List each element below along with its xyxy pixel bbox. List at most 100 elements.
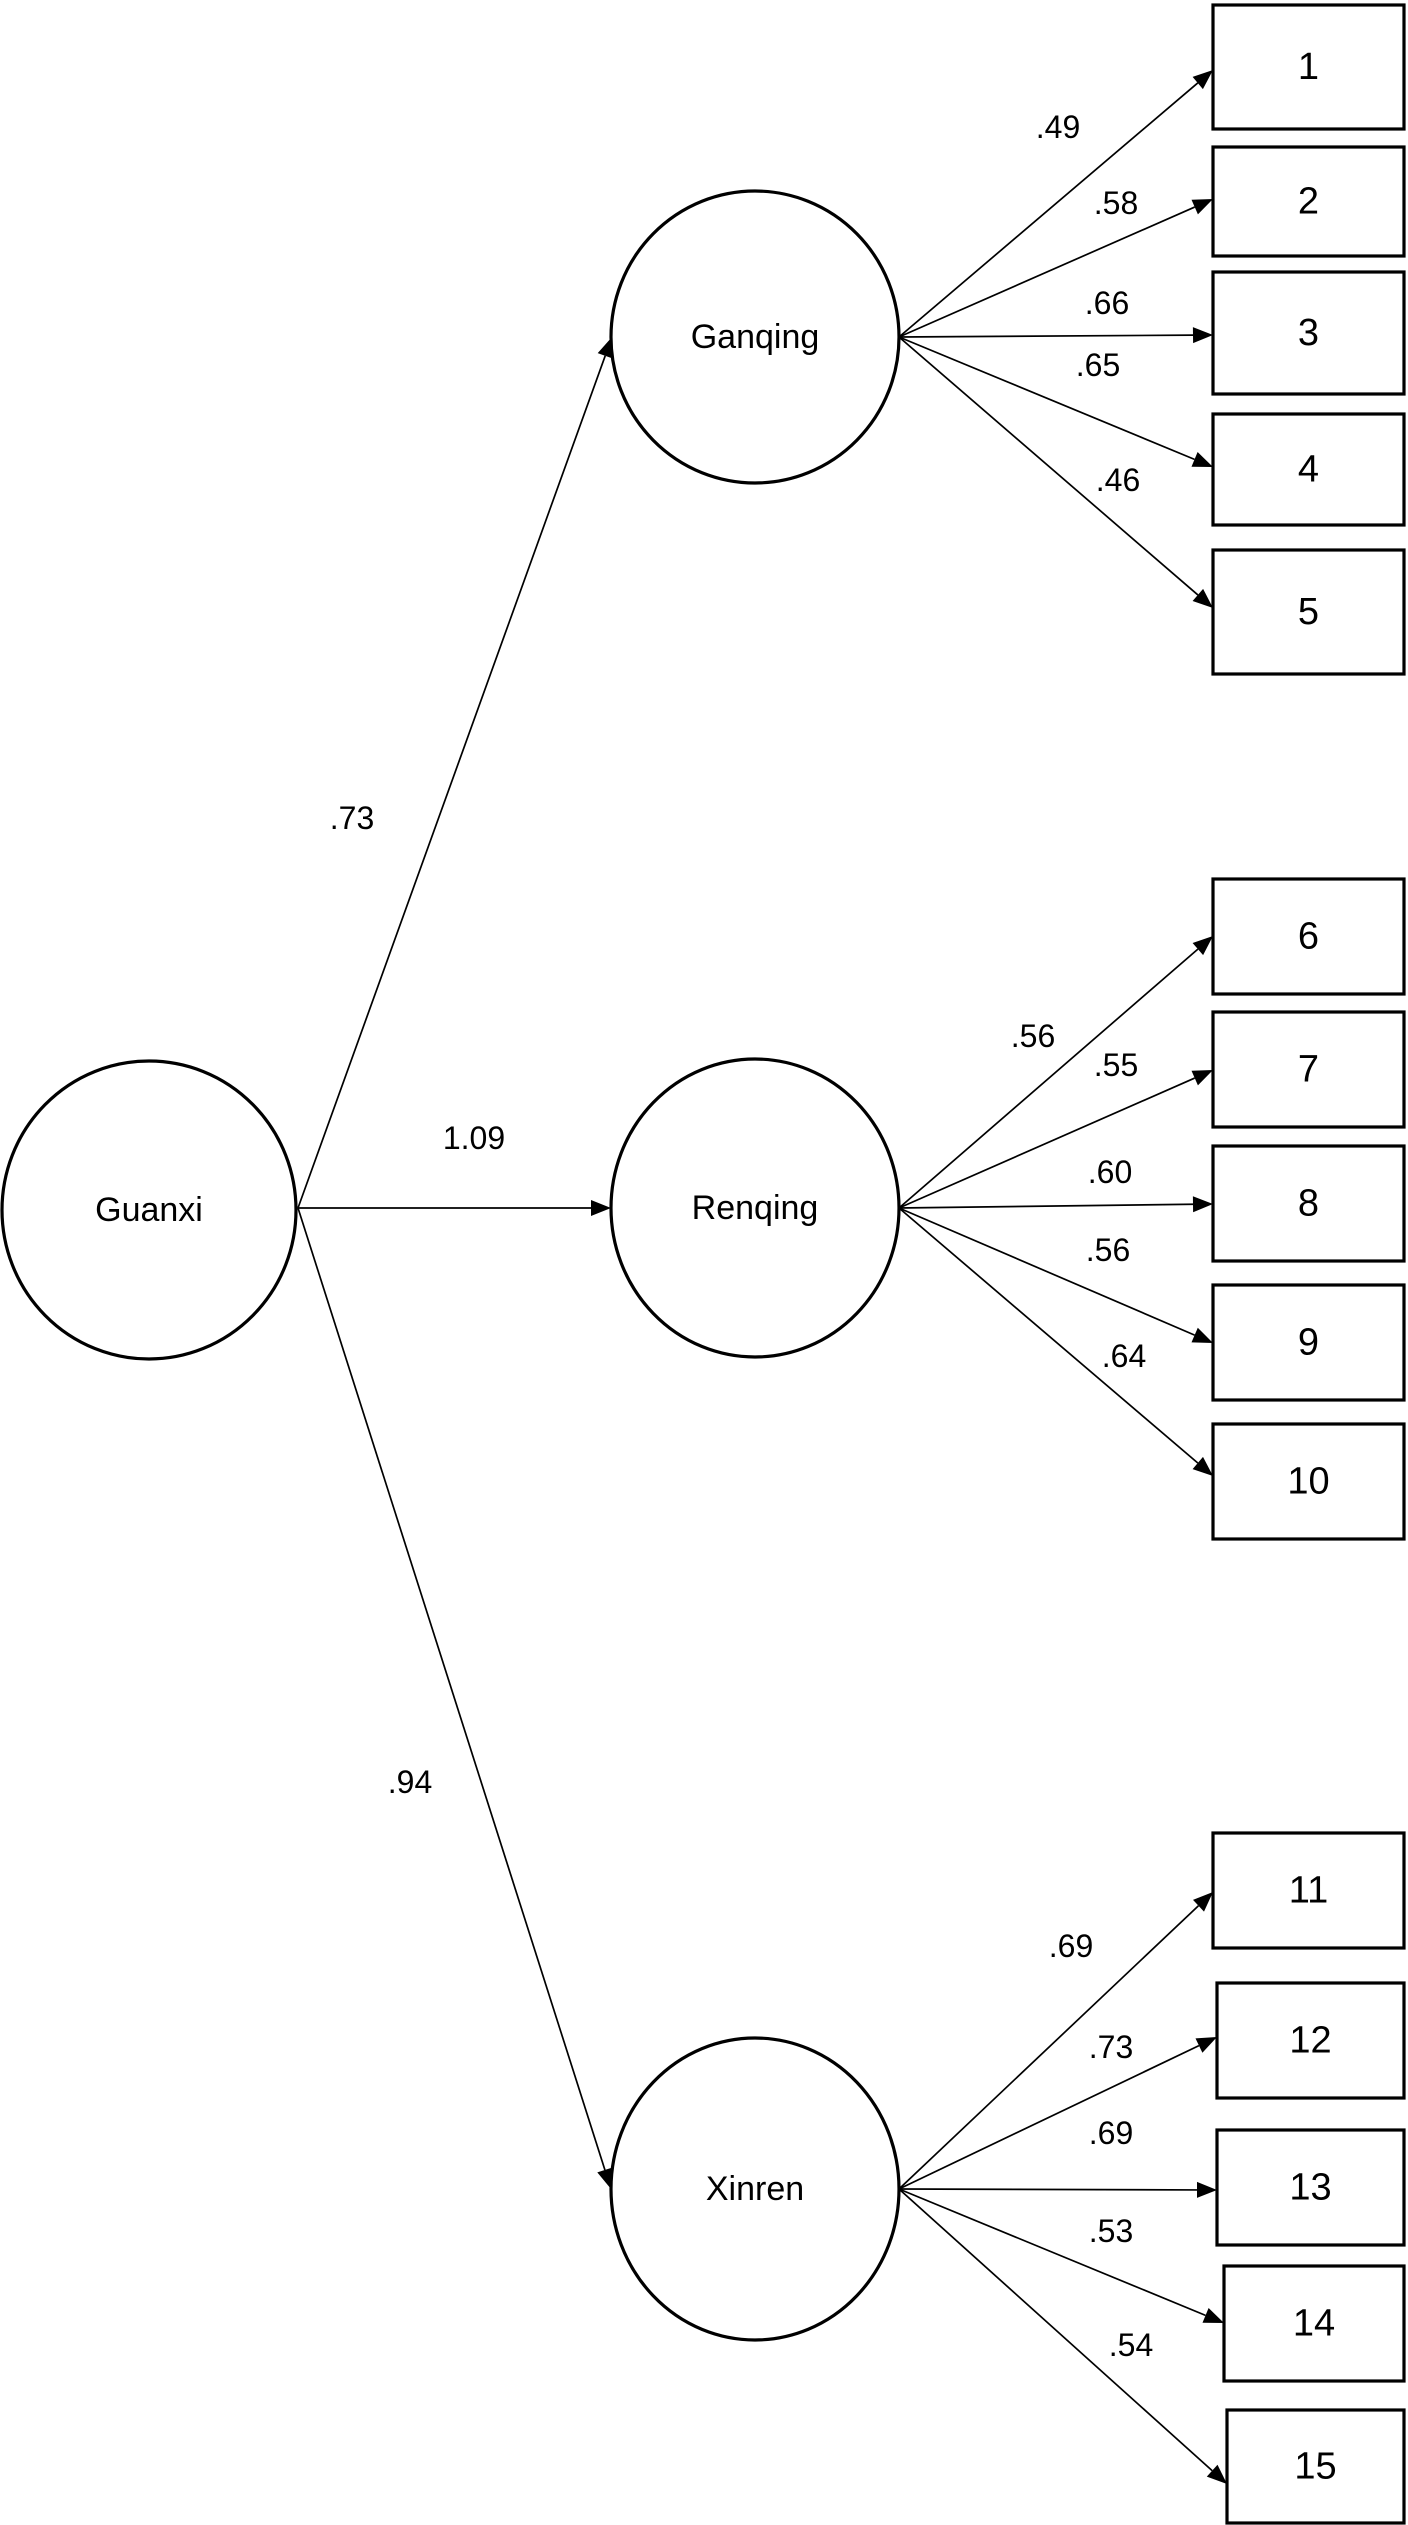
indicator-3-label: 3 <box>1298 312 1319 354</box>
factor-ganqing: Ganqing <box>609 189 901 485</box>
indicator-8-box <box>1211 1144 1406 1263</box>
loading-value-item-13: .69 <box>1089 2115 1133 2151</box>
indicator-9-box <box>1211 1283 1406 1402</box>
indicator-14-box <box>1222 2264 1406 2383</box>
loading-ganqing-to-item-3-line <box>898 334 1194 338</box>
loading-renqing-to-item-6 <box>898 936 1213 1209</box>
loading-renqing-to-item-8-arrowhead <box>1192 1196 1213 1213</box>
indicator-7: 7 <box>1211 1010 1406 1129</box>
loading-renqing-to-item-8 <box>898 1196 1213 1213</box>
indicator-13-box <box>1215 2128 1406 2247</box>
loading-value-item-4: .65 <box>1076 347 1120 383</box>
indicator-12-box <box>1215 1981 1406 2100</box>
factor-ganqing-label: Ganqing <box>691 318 820 356</box>
loading-xinren-to-item-15 <box>898 2188 1227 2484</box>
loading-xinren-to-item-14-line <box>898 2188 1206 2317</box>
path-guanxi-to-xinren-line <box>297 1207 606 2171</box>
loading-value-item-14: .53 <box>1089 2213 1133 2249</box>
indicator-5-box <box>1211 548 1406 676</box>
loading-value-item-11: .69 <box>1049 1928 1093 1964</box>
factor-xinren: Xinren <box>609 2036 901 2342</box>
loading-value-item-2: .58 <box>1094 185 1138 221</box>
loading-renqing-to-item-10-arrowhead <box>1192 1456 1213 1476</box>
factor-guanxi: Guanxi <box>0 1059 298 1361</box>
path-guanxi-to-renqing <box>298 1200 611 1216</box>
loading-ganqing-to-item-2-line <box>898 206 1196 338</box>
loading-ganqing-to-item-2 <box>898 199 1213 338</box>
indicator-6-box <box>1211 877 1406 996</box>
path-coefficient-ganqing: .73 <box>330 800 374 836</box>
indicator-11-label: 11 <box>1289 1870 1328 1912</box>
indicator-15: 15 <box>1225 2408 1406 2525</box>
path-guanxi-to-ganqing <box>297 337 613 1209</box>
indicator-1-label: 1 <box>1298 46 1319 88</box>
loading-ganqing-to-item-1 <box>898 70 1213 338</box>
loading-renqing-to-item-8-line <box>898 1203 1194 1209</box>
loading-ganqing-to-item-4-arrowhead <box>1191 452 1213 467</box>
loading-ganqing-to-item-5-line <box>898 336 1199 596</box>
loading-xinren-to-item-11-line <box>898 1905 1200 2190</box>
loading-value-item-8: .60 <box>1088 1154 1132 1190</box>
loading-xinren-to-item-14 <box>898 2188 1224 2323</box>
indicator-8-label: 8 <box>1298 1183 1319 1225</box>
factor-ganqing-circle <box>609 189 901 485</box>
factor-guanxi-label: Guanxi <box>95 1191 203 1229</box>
indicator-2-label: 2 <box>1298 181 1319 223</box>
loading-renqing-to-item-10-line <box>898 1207 1199 1464</box>
indicator-7-label: 7 <box>1298 1049 1319 1091</box>
indicator-3: 3 <box>1211 270 1406 396</box>
loading-xinren-to-item-15-arrowhead <box>1206 2464 1227 2484</box>
indicator-13-label: 13 <box>1289 2167 1331 2209</box>
loading-value-item-12: .73 <box>1089 2029 1133 2065</box>
indicator-14-label: 14 <box>1293 2303 1335 2345</box>
path-guanxi-to-xinren-arrowhead <box>597 2167 613 2189</box>
loading-ganqing-to-item-2-arrowhead <box>1191 199 1213 215</box>
indicator-3-box <box>1211 270 1406 396</box>
indicator-11: 11 <box>1211 1831 1406 1950</box>
path-guanxi-to-ganqing-line <box>297 355 607 1209</box>
indicator-4-box <box>1211 412 1406 527</box>
path-guanxi-to-xinren <box>297 1207 613 2189</box>
loading-value-item-15: .54 <box>1109 2327 1153 2363</box>
loading-ganqing-to-item-5-arrowhead <box>1192 588 1213 608</box>
path-guanxi-to-renqing-arrowhead <box>591 1200 611 1216</box>
loading-value-item-10: .64 <box>1102 1338 1146 1374</box>
loading-ganqing-to-item-5 <box>898 336 1213 608</box>
indicator-15-box <box>1225 2408 1406 2525</box>
loading-renqing-to-item-9 <box>898 1207 1213 1343</box>
loading-xinren-to-item-11 <box>898 1892 1213 2190</box>
loading-renqing-to-item-9-arrowhead <box>1191 1327 1213 1343</box>
factor-xinren-label: Xinren <box>706 2170 804 2208</box>
indicator-1-box <box>1211 3 1406 131</box>
loading-ganqing-to-item-4 <box>898 336 1213 467</box>
indicator-10: 10 <box>1211 1422 1406 1541</box>
indicator-10-box <box>1211 1422 1406 1541</box>
indicator-6: 6 <box>1211 877 1406 996</box>
loading-xinren-to-item-12-line <box>898 2044 1200 2190</box>
factor-guanxi-circle <box>0 1059 298 1361</box>
loading-xinren-to-item-14-arrowhead <box>1202 2308 1224 2323</box>
loading-renqing-to-item-6-arrowhead <box>1192 936 1213 956</box>
factor-renqing: Renqing <box>609 1057 901 1359</box>
path-coefficient-xinren: .94 <box>388 1764 432 1800</box>
loading-renqing-to-item-10 <box>898 1207 1213 1476</box>
loading-ganqing-to-item-3-arrowhead <box>1192 327 1213 344</box>
loading-renqing-to-item-9-line <box>898 1207 1195 1336</box>
indicator-6-label: 6 <box>1298 916 1319 958</box>
indicator-1: 1 <box>1211 3 1406 131</box>
indicator-5: 5 <box>1211 548 1406 676</box>
loading-ganqing-to-item-3 <box>898 327 1213 344</box>
indicator-13: 13 <box>1215 2128 1406 2247</box>
loading-value-item-7: .55 <box>1094 1047 1138 1083</box>
indicator-9-label: 9 <box>1298 1322 1319 1364</box>
indicator-4-label: 4 <box>1298 449 1319 491</box>
indicator-2: 2 <box>1211 145 1406 258</box>
indicator-4: 4 <box>1211 412 1406 527</box>
loading-xinren-to-item-15-line <box>898 2188 1213 2472</box>
indicator-15-label: 15 <box>1294 2446 1336 2488</box>
indicator-7-box <box>1211 1010 1406 1129</box>
path-guanxi-to-ganqing-arrowhead <box>597 337 613 359</box>
loading-ganqing-to-item-1-line <box>898 82 1199 338</box>
indicator-14: 14 <box>1222 2264 1406 2383</box>
